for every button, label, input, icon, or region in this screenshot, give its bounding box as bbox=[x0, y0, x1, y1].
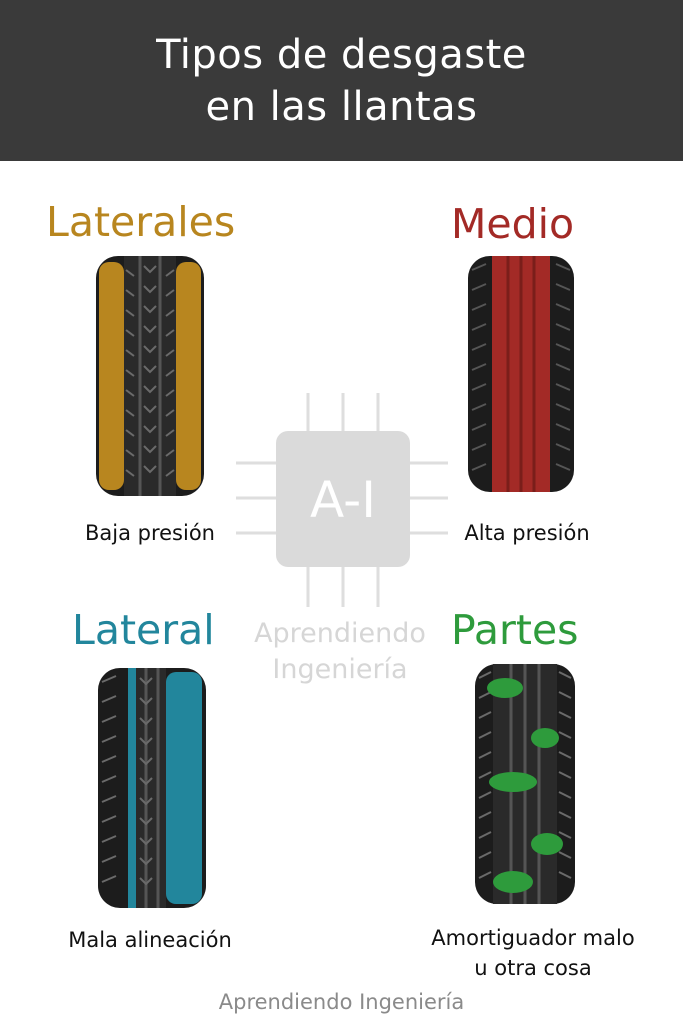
watermark-line2: Ingeniería bbox=[272, 654, 408, 685]
panel-title: Partes bbox=[451, 606, 579, 654]
panel-caption: Baja presión bbox=[84, 521, 215, 545]
page-header: Tipos de desgaste en las llantas bbox=[0, 0, 683, 161]
wear-patch bbox=[531, 833, 563, 855]
panel-title: Laterales bbox=[46, 198, 236, 246]
panel-lateral: Lateral Mala alineación bbox=[0, 600, 300, 960]
wear-patch bbox=[531, 728, 559, 748]
panel-partes: Partes Amortiguador malo u otra cosa bbox=[383, 600, 683, 990]
logo-text: A-I bbox=[310, 471, 376, 529]
footer-credit: Aprendiendo Ingeniería bbox=[218, 990, 465, 1014]
panel-caption-line1: Amortiguador malo bbox=[431, 926, 635, 950]
chip-logo-icon: A-I bbox=[236, 393, 448, 607]
tire-middle-wear-icon bbox=[468, 256, 574, 492]
panel-caption-line2: u otra cosa bbox=[474, 956, 592, 980]
tire-one-side-wear-icon bbox=[98, 668, 206, 908]
page-title-line2: en las llantas bbox=[205, 83, 478, 130]
page-title-line1: Tipos de desgaste bbox=[156, 31, 527, 78]
panel-laterales: Laterales Baja presión bbox=[0, 190, 300, 560]
wear-patch bbox=[493, 871, 533, 893]
tire-sides-wear-icon bbox=[96, 256, 204, 496]
wear-patch bbox=[487, 678, 523, 698]
wear-patch bbox=[489, 772, 537, 792]
panel-caption: Alta presión bbox=[464, 521, 590, 545]
watermark: A-I Aprendiendo Ingeniería bbox=[230, 385, 450, 695]
tire-patch-wear-icon bbox=[475, 664, 575, 904]
panel-title: Lateral bbox=[72, 606, 215, 654]
panel-title: Medio bbox=[451, 200, 575, 248]
panel-caption: Mala alineación bbox=[68, 928, 232, 952]
watermark-line1: Aprendiendo bbox=[254, 618, 426, 649]
panel-medio: Medio Alta presión bbox=[383, 190, 683, 560]
